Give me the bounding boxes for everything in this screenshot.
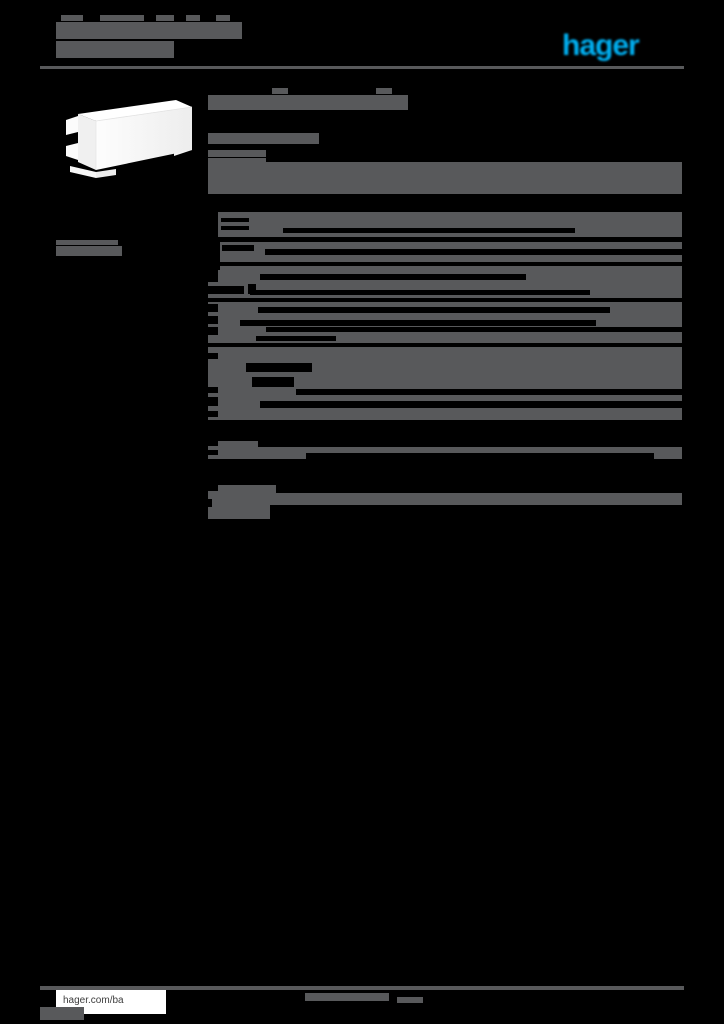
footer-divider: [40, 986, 684, 990]
row-separator: [250, 290, 590, 295]
row-separator: [208, 298, 682, 302]
redacted-text: [216, 15, 230, 21]
spec-row: [208, 485, 682, 519]
spec-row: [208, 212, 682, 242]
row-separator: [256, 336, 336, 341]
page-title-caps: [56, 15, 242, 22]
row-separator: [208, 316, 218, 324]
redacted-text: [56, 22, 242, 39]
spec-row-gap: [208, 463, 682, 485]
row-separator: [208, 194, 682, 200]
redacted-text: [397, 997, 423, 1003]
row-separator: [208, 304, 218, 312]
row-separator: [208, 499, 212, 507]
row-separator: [208, 343, 682, 347]
spec-row: [208, 270, 682, 302]
row-separator: [208, 441, 218, 446]
row-separator: [222, 245, 254, 251]
row-separator: [208, 262, 682, 266]
spec-row: [208, 242, 682, 270]
redacted-text: [208, 95, 408, 110]
row-separator: [208, 237, 682, 242]
row-separator: [208, 286, 244, 294]
row-separator: [252, 377, 294, 387]
page-footer: hager.com/ba: [40, 990, 684, 1020]
redacted-text: [61, 15, 83, 21]
row-separator: [208, 353, 218, 359]
spec-rows: [208, 150, 682, 519]
redacted-text: [305, 993, 389, 1001]
row-separator: [208, 485, 218, 491]
row-separator: [266, 158, 682, 162]
redacted-text: [100, 15, 144, 21]
footer-url[interactable]: hager.com/ba: [63, 995, 124, 1006]
product-illustration: [66, 100, 193, 178]
sidebar-label: [56, 240, 724, 258]
row-separator: [296, 389, 682, 395]
row-separator: [221, 226, 249, 230]
row-separator: [221, 218, 249, 222]
redacted-text: [186, 15, 200, 21]
spec-row: [208, 150, 682, 200]
row-separator: [240, 320, 596, 326]
row-separator: [276, 485, 682, 493]
row-separator: [248, 284, 256, 294]
row-separator: [258, 441, 682, 447]
redacted-text: [272, 88, 288, 94]
document-title: [208, 88, 682, 111]
row-separator: [270, 505, 682, 519]
row-separator: [208, 401, 218, 406]
spec-row-gap: [208, 425, 682, 441]
hager-logo-text: hager: [562, 29, 640, 62]
spec-row: [208, 401, 682, 425]
row-separator: [208, 270, 218, 282]
row-separator: [265, 249, 682, 255]
spec-row-tab: [208, 150, 266, 157]
redacted-text: [56, 41, 174, 58]
spec-row: [208, 302, 682, 327]
page-title: [56, 15, 242, 60]
redacted-text: [208, 133, 319, 144]
redacted-text: [56, 240, 118, 245]
row-separator: [258, 307, 610, 313]
page-header: hager: [40, 12, 684, 74]
spec-row: [208, 353, 682, 401]
hager-logo: hager: [562, 29, 674, 62]
row-separator: [208, 420, 682, 425]
row-separator: [266, 327, 682, 332]
spec-table: [208, 88, 682, 519]
row-separator: [246, 363, 312, 372]
row-separator: [208, 397, 218, 401]
redacted-text: [376, 88, 392, 94]
header-divider: [40, 66, 684, 69]
footer-center-text: [305, 993, 445, 1007]
row-separator: [306, 453, 654, 459]
row-separator: [283, 228, 575, 233]
row-separator: [208, 327, 218, 335]
spec-row: [208, 441, 682, 463]
row-separator: [208, 459, 682, 463]
row-separator: [208, 212, 218, 242]
footer-page-number: [40, 1007, 88, 1021]
row-separator: [208, 411, 218, 417]
row-separator: [208, 450, 218, 455]
redacted-text: [56, 246, 122, 256]
spec-row: [208, 327, 682, 353]
spec-row-gap: [208, 200, 682, 212]
redacted-text: [156, 15, 174, 21]
page-title-lines: [56, 22, 242, 58]
product-image: [56, 88, 200, 180]
row-separator: [260, 401, 682, 408]
document-subtitle: [208, 133, 682, 144]
row-separator: [208, 387, 218, 393]
row-separator: [260, 274, 526, 280]
redacted-text: [40, 1007, 84, 1020]
